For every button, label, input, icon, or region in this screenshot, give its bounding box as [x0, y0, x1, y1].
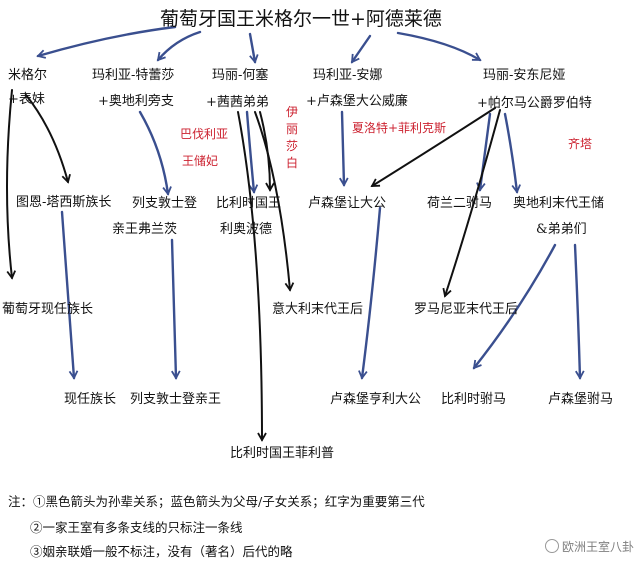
diagram-title: 葡萄牙国王米格尔一世+阿德莱德 [160, 8, 442, 30]
person-portugal-head: 葡萄牙现任族长 [2, 302, 94, 317]
person-lux-consort: 卢森堡驸马 [548, 392, 614, 407]
spouse-miguel: +表妹 [8, 92, 45, 107]
person-prince-franz: 亲王弗兰茨 [112, 222, 178, 237]
note-1: 注：①黑色箭头为孙辈关系；蓝色箭头为父母/子女关系；红字为重要第三代 [8, 494, 425, 509]
person-philippe: 比利时国王菲利普 [230, 446, 335, 461]
person-thurn-taxis: 图恩-塔西斯族长 [16, 195, 112, 210]
spouse-maria-teresa: +奥地利旁支 [98, 94, 174, 109]
person-maria-jose: 玛丽-何塞 [212, 68, 269, 83]
person-liechtenstein-2: 列支敦士登亲王 [130, 392, 222, 407]
person-current-head: 现任族长 [64, 392, 117, 407]
person-lux-henri: 卢森堡亨利大公 [330, 392, 422, 407]
person-romania-queen: 罗马尼亚末代王后 [414, 302, 519, 317]
parent-child-arrows [36, 25, 585, 380]
person-lux-jean: 卢森堡让大公 [308, 196, 387, 211]
spouse-maria-anna: +卢森堡大公威廉 [306, 94, 408, 109]
person-leopold: 利奥波德 [220, 222, 273, 237]
person-maria-anna: 玛利亚-安娜 [313, 68, 383, 83]
person-liechtenstein-1: 列支敦士登 [132, 196, 198, 211]
person-dutch-consort: 荷兰二驸马 [427, 196, 493, 211]
note-2: ②一家王室有多条支线的只标注一条线 [30, 520, 243, 535]
red-label-bavaria: 巴伐利亚 [180, 127, 229, 141]
person-italy-queen: 意大利末代王后 [272, 302, 364, 317]
person-belgium-consort: 比利时驸马 [441, 392, 507, 407]
red-label-elisabeth: 伊丽莎白 [286, 105, 299, 170]
wechat-icon [544, 539, 559, 553]
note-3: ③姻亲联婚一般不标注，没有（著名）后代的略 [30, 544, 293, 559]
person-miguel: 米格尔 [8, 68, 48, 83]
person-austria-heir: 奥地利末代王储 [513, 196, 605, 211]
grandchild-arrows [6, 89, 501, 442]
person-belgium-king-label: 比利时国王 [216, 196, 282, 211]
red-label-zita: 齐塔 [568, 137, 593, 151]
person-maria-teresa: 玛利亚-特蕾莎 [92, 68, 175, 83]
spouse-maria-jose: +茜茜弟弟 [206, 95, 269, 110]
red-label-charlotte-felix: 夏洛特+菲利克斯 [352, 121, 447, 135]
person-austria-brothers: &弟弟们 [536, 222, 587, 237]
person-maria-antonia: 玛丽-安东尼娅 [483, 68, 566, 83]
spouse-maria-antonia: +帕尔马公爵罗伯特 [477, 96, 592, 111]
watermark-text: 欧洲王室八卦 [561, 540, 634, 554]
red-label-crown-princess: 王储妃 [182, 154, 219, 168]
watermark: 欧洲王室八卦 [544, 538, 634, 555]
